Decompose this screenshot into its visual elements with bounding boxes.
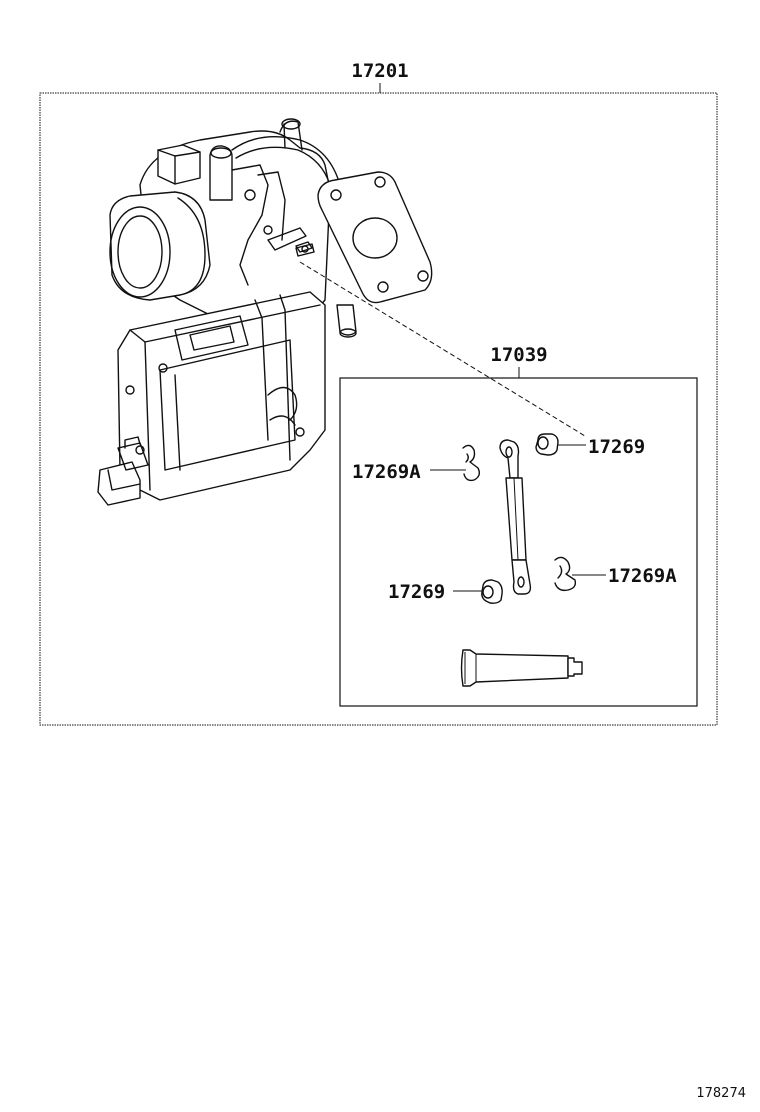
label-clip-left: 17269A [352, 461, 421, 483]
bushing-top [535, 433, 586, 456]
grease-tube [460, 649, 583, 687]
bushing-bottom [453, 579, 503, 604]
turbocharger-illustration [97, 118, 433, 506]
clip-right [554, 556, 606, 592]
figure-id: 178274 [696, 1086, 746, 1101]
label-kit: 17039 [490, 344, 547, 366]
label-assembly: 17201 [351, 60, 408, 82]
label-bushing-bottom: 17269 [388, 581, 445, 603]
assembly-frame [39, 92, 718, 726]
label-clip-right: 17269A [608, 565, 677, 587]
label-bushing-top: 17269 [588, 436, 645, 458]
actuator-rod [499, 439, 532, 595]
clip-left [430, 444, 481, 482]
